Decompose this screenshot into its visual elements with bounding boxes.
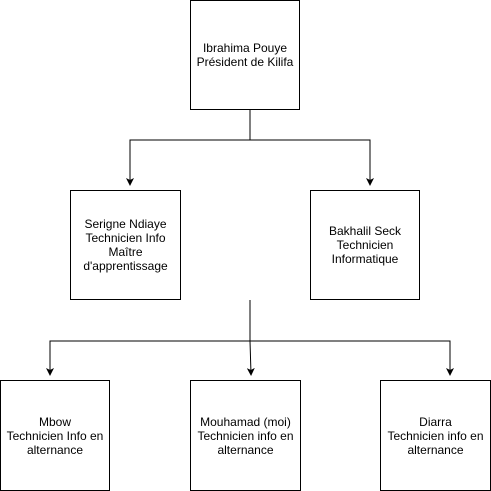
node-serigne-ndiaye[interactable]: Serigne Ndiaye Technicien Info Maître d'… [70,190,181,300]
node-serigne-line-2: Technicien Info [85,231,166,245]
node-mouhamad[interactable]: Mouhamad (moi) Technicien info en altern… [190,380,301,491]
node-serigne-line-4: d'apprentissage [83,259,168,273]
connector-to-mouhamad [246,340,255,376]
node-mbow-line-2: Technicien Info en [6,428,104,443]
connector-root-to-serigne [126,110,251,186]
connector-to-mbow [46,300,251,376]
node-mouhamad-line-2: Technicien info en [197,428,294,443]
node-diarra[interactable]: Diarra Technicien info en alternance [380,380,491,491]
node-mbow-line-1: Mbow [38,414,71,429]
connector-to-diarra [250,340,454,376]
node-mouhamad-line-1: Mouhamad (moi) [200,414,291,429]
node-diarra-line-2: Technicien info en [387,428,484,443]
node-president-line-1: Ibrahima Pouye [202,41,288,55]
node-bakhalil-line-2: Technicien [336,238,394,252]
node-bakhalil-line-3: Informatique [331,252,399,266]
node-president-line-2: Président de Kilifa [196,55,294,69]
node-president[interactable]: Ibrahima Pouye Président de Kilifa [190,0,300,110]
connector-root-to-bakhalil [250,139,374,186]
node-mbow-line-3: alternance [26,442,84,457]
node-serigne-line-3: Maître [108,245,143,259]
node-diarra-line-1: Diarra [419,414,452,429]
node-serigne-line-1: Serigne Ndiaye [84,217,167,231]
node-bakhalil-line-1: Bakhalil Seck [328,224,402,238]
node-bakhalil-seck[interactable]: Bakhalil Seck Technicien Informatique [310,190,420,300]
node-mbow[interactable]: Mbow Technicien Info en alternance [0,380,110,491]
node-diarra-line-3: alternance [407,442,464,457]
node-mouhamad-line-3: alternance [217,442,274,457]
